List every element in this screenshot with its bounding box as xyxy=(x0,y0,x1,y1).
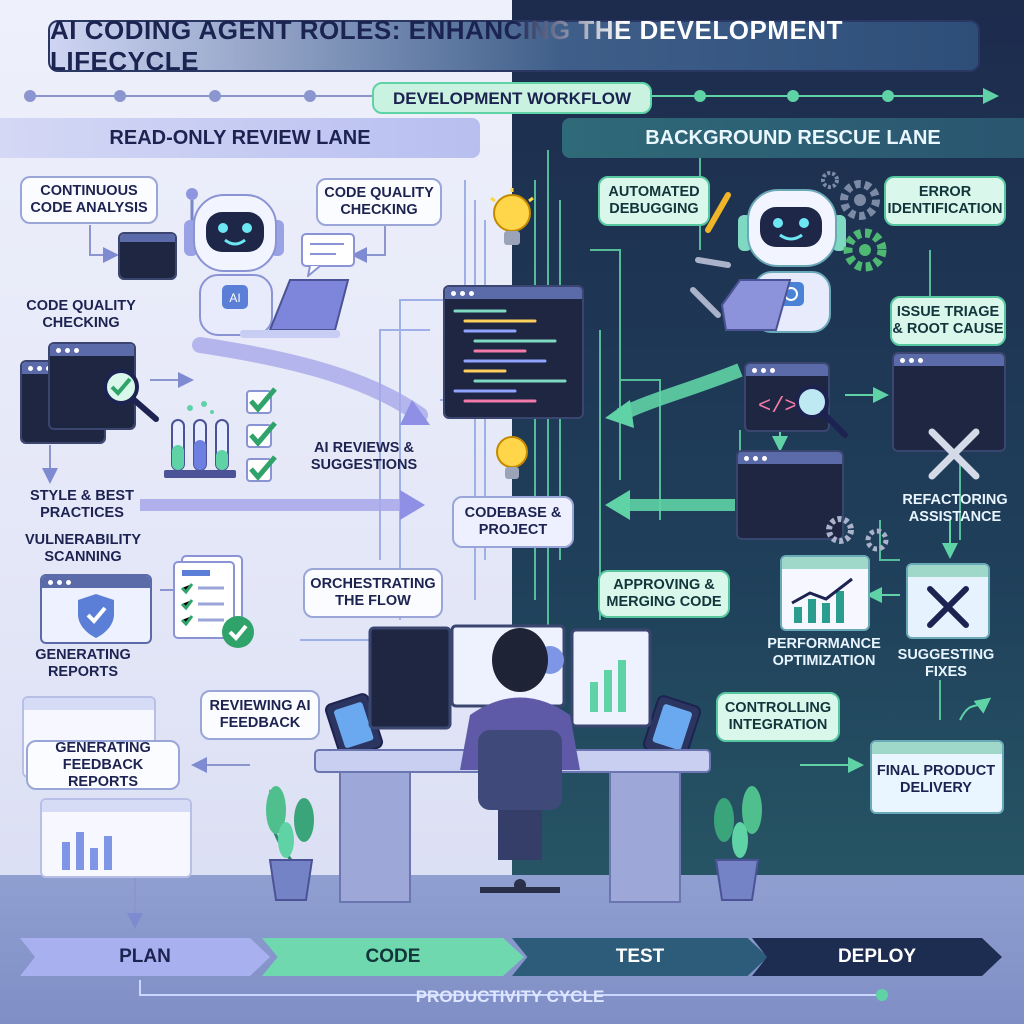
chart-icon xyxy=(791,577,853,623)
ai-reviews-label: AI REVIEWS & SUGGESTIONS xyxy=(310,440,418,473)
gear-icon xyxy=(826,516,889,552)
analysis-window xyxy=(118,232,177,280)
feedback-reports-label: GENERATING FEEDBACK REPORTS xyxy=(26,740,180,790)
chart-window xyxy=(40,798,192,878)
refactor-window xyxy=(736,450,844,540)
review-robot-icon: AI xyxy=(184,188,350,338)
controlling-integration-label: CONTROLLING INTEGRATION xyxy=(716,692,840,742)
error-identification-label: ERROR IDENTIFICATION xyxy=(884,176,1006,226)
developer-desk xyxy=(314,624,711,903)
wrench-icon xyxy=(928,428,980,480)
rescue-lane-header: BACKGROUND RESCUE LANE xyxy=(562,118,1024,158)
tablet-icon xyxy=(642,695,702,761)
page-title: AI CODING AGENT ROLES: ENHANCING THE DEV… xyxy=(48,15,980,76)
test-tube-icon xyxy=(164,401,236,478)
rescue-robot-icon xyxy=(720,189,846,333)
gear-icon xyxy=(821,171,887,272)
reviewing-feedback-label: REVIEWING AI FEEDBACK xyxy=(200,690,320,740)
generating-reports-label: GENERATING REPORTS xyxy=(35,647,131,680)
style-practices-label: STYLE & BEST PRACTICES xyxy=(30,488,134,521)
suggesting-fixes-label: SUGGESTING FIXES xyxy=(897,647,995,680)
final-delivery-label: FINAL PRODUCT DELIVERY xyxy=(876,763,996,796)
lightbulb-icon xyxy=(490,188,534,245)
issue-triage-label: ISSUE TRIAGE & ROOT CAUSE xyxy=(890,296,1006,346)
stage-code: CODE xyxy=(262,938,524,976)
stage-test: TEST xyxy=(512,938,768,976)
refactoring-label: REFACTORING ASSISTANCE xyxy=(902,492,1008,525)
checkmark-icon xyxy=(246,387,277,482)
lightbulb-icon xyxy=(496,436,528,479)
shield-icon xyxy=(78,594,114,638)
performance-window xyxy=(780,555,870,631)
stage-plan: PLAN xyxy=(20,938,270,976)
chat-icon xyxy=(301,233,355,277)
wrench-icon xyxy=(927,586,969,628)
review-lane-header: READ-ONLY REVIEW LANE xyxy=(0,118,480,158)
magnifier-icon xyxy=(103,369,159,422)
automated-debugging-label: AUTOMATED DEBUGGING xyxy=(598,176,710,226)
wrench-icon xyxy=(690,192,731,318)
vulnerability-scanning-label: VULNERABILITY SCANNING xyxy=(25,532,141,565)
central-code-window xyxy=(443,285,584,419)
performance-label: PERFORMANCE OPTIMIZATION xyxy=(767,636,881,669)
stage-deploy: DEPLOY xyxy=(752,938,1002,976)
development-workflow-badge: DEVELOPMENT WORKFLOW xyxy=(372,82,652,114)
codebase-label: CODEBASE & PROJECT xyxy=(452,496,574,548)
code-quality-left-label: CODE QUALITY CHECKING xyxy=(26,298,136,331)
shield-window xyxy=(40,574,152,644)
plant-icon xyxy=(714,786,762,901)
ai-badge-text: AI xyxy=(229,291,240,305)
report-icon xyxy=(173,555,254,648)
code-quality-top-label: CODE QUALITY CHECKING xyxy=(316,178,442,226)
plant-icon xyxy=(266,786,314,901)
magnifier-icon xyxy=(795,385,848,438)
svg-text:</>: </> xyxy=(758,394,798,419)
productivity-cycle-label: PRODUCTIVITY CYCLE xyxy=(415,986,605,1006)
fixes-window xyxy=(906,563,990,639)
continuous-analysis-label: CONTINUOUS CODE ANALYSIS xyxy=(20,176,158,224)
chart-icon xyxy=(62,832,112,870)
orchestrating-label: ORCHESTRATING THE FLOW xyxy=(303,568,443,618)
delivery-window xyxy=(870,740,1004,814)
approving-merging-label: APPROVING & MERGING CODE xyxy=(598,570,730,618)
